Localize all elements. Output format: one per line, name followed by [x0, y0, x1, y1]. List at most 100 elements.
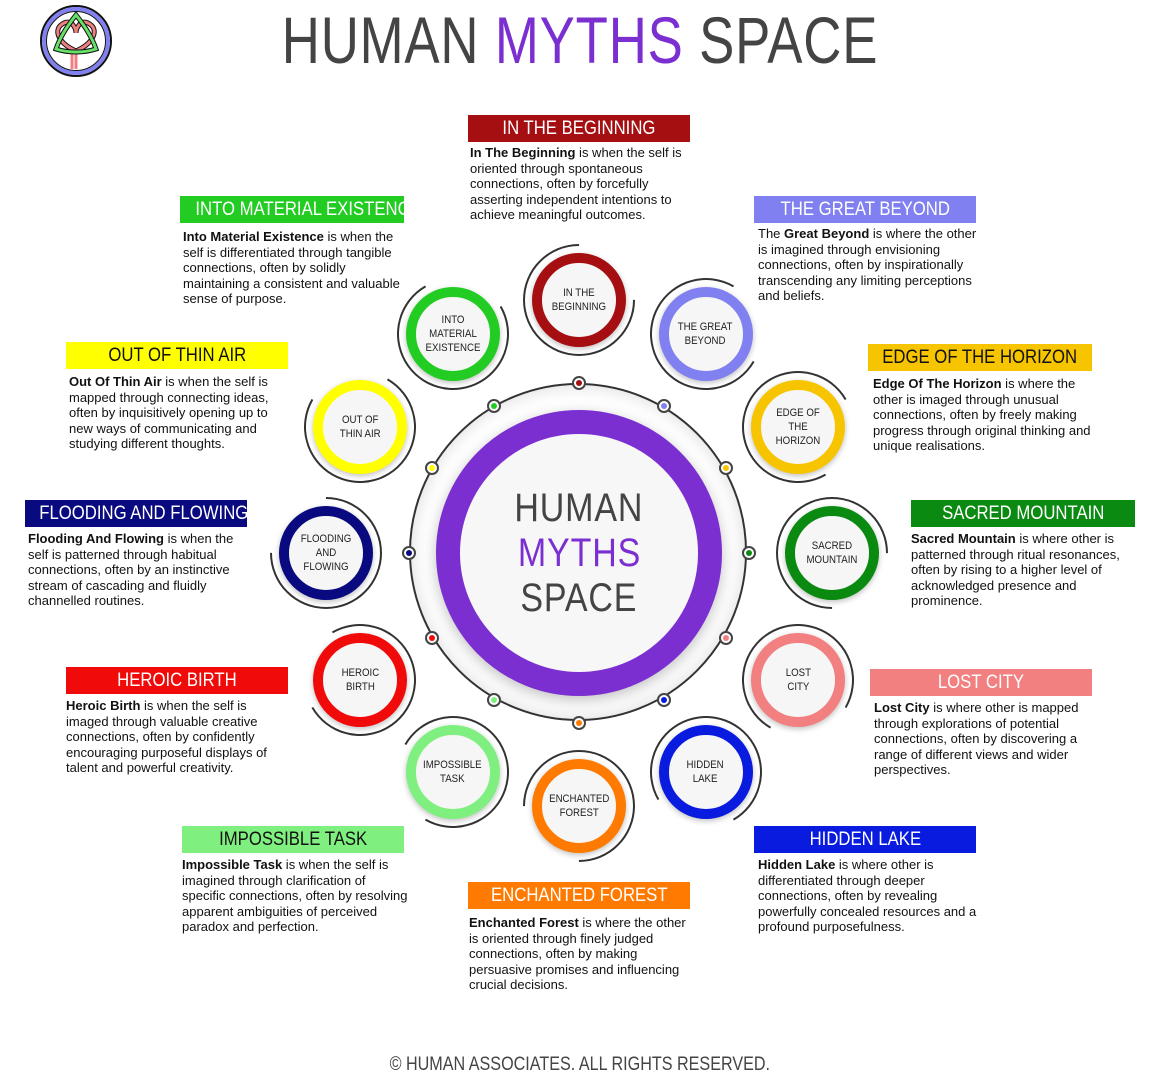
- the-great-beyond-description: The Great Beyond is where the other is i…: [758, 226, 984, 304]
- dot-fill: [491, 697, 497, 704]
- heroic-birth-circle-label: HEROIC BIRTH: [341, 666, 379, 693]
- heroic-birth-heading: HEROIC BIRTH: [66, 667, 288, 694]
- flooding-and-flowing-heading: FLOODING AND FLOWING: [25, 500, 249, 527]
- the-great-beyond-circle[interactable]: THE GREAT BEYOND: [658, 286, 753, 381]
- out-of-thin-air-desc-text: is when the self is mapped through conne…: [69, 374, 269, 451]
- edge-of-the-horizon-desc-text: is where the other is imaged through unu…: [873, 376, 1091, 453]
- edge-of-the-horizon-desc-name: Edge Of The Horizon: [873, 376, 1002, 391]
- center-line-space: SPACE: [520, 575, 638, 620]
- in-the-beginning-circle[interactable]: IN THE BEGINNING: [532, 253, 626, 347]
- flooding-and-flowing-circle-label: FLOODING AND FLOWING: [300, 533, 352, 573]
- celtic-knot-tree-logo-icon: [40, 5, 112, 77]
- center-line-human: HUMAN: [514, 485, 644, 530]
- out-of-thin-air-connector-dot: [424, 461, 439, 475]
- edge-of-the-horizon-circle[interactable]: EDGE OF THE HORIZON: [751, 379, 846, 474]
- dot-fill: [576, 720, 582, 726]
- edge-of-the-horizon-circle-label: EDGE OF THE HORIZON: [775, 406, 821, 447]
- lost-city-heading: LOST CITY: [870, 669, 1092, 696]
- in-the-beginning-heading: IN THE BEGINNING: [468, 115, 690, 142]
- the-great-beyond-heading: THE GREAT BEYOND: [754, 196, 976, 223]
- dot-fill: [428, 635, 435, 641]
- dot-fill: [723, 465, 730, 471]
- flooding-and-flowing-heading-text: FLOODING AND FLOWING: [39, 503, 249, 524]
- dot-fill: [428, 465, 435, 471]
- flooding-and-flowing-desc-name: Flooding And Flowing: [28, 531, 164, 546]
- sacred-mountain-heading: SACRED MOUNTAIN: [911, 500, 1135, 527]
- heroic-birth-description: Heroic Birth is when the self is imaged …: [66, 698, 292, 776]
- the-great-beyond-desc-text: is where the other is imagined through e…: [758, 226, 977, 303]
- sacred-mountain-heading-text: SACRED MOUNTAIN: [941, 503, 1105, 524]
- impossible-task-heading: IMPOSSIBLE TASK: [182, 826, 404, 853]
- dot-fill: [723, 635, 730, 641]
- the-great-beyond-connector-dot: [657, 398, 671, 413]
- impossible-task-desc-name: Impossible Task: [182, 857, 283, 872]
- hidden-lake-circle-label: HIDDEN LAKE: [686, 759, 725, 786]
- in-the-beginning-description: In The Beginning is when the self is ori…: [470, 145, 696, 223]
- enchanted-forest-desc-name: Enchanted Forest: [469, 915, 579, 930]
- edge-of-the-horizon-connector-dot: [719, 461, 734, 475]
- title-part-myths: MYTHS: [494, 3, 684, 77]
- sacred-mountain-circle[interactable]: SACRED MOUNTAIN: [785, 506, 879, 600]
- in-the-beginning-heading-text: IN THE BEGINNING: [502, 118, 656, 139]
- page-title: HUMAN MYTHS SPACE: [116, 2, 1044, 78]
- center-circle: HUMAN MYTHS SPACE: [436, 410, 722, 696]
- hidden-lake-connector-dot: [657, 693, 671, 708]
- impossible-task-description: Impossible Task is when the self is imag…: [182, 857, 408, 935]
- edge-of-the-horizon-heading-text: EDGE OF THE HORIZON: [882, 347, 1078, 368]
- hidden-lake-circle[interactable]: HIDDEN LAKE: [658, 725, 753, 820]
- copyright-text: © HUMAN ASSOCIATES. ALL RIGHTS RESERVED.: [389, 1054, 771, 1075]
- lost-city-desc-text: is where other is mapped through explora…: [874, 700, 1079, 777]
- in-the-beginning-connector-dot: [572, 376, 586, 390]
- impossible-task-circle-label: IMPOSSIBLE TASK: [423, 759, 482, 786]
- into-material-existence-heading: INTO MATERIAL EXISTENCE: [180, 196, 421, 223]
- hidden-lake-description: Hidden Lake is where other is differenti…: [758, 857, 984, 935]
- edge-of-the-horizon-heading: EDGE OF THE HORIZON: [868, 344, 1092, 371]
- flooding-and-flowing-desc-text: is when the self is patterned through ha…: [28, 531, 234, 608]
- dot-fill: [491, 402, 497, 409]
- lost-city-circle-label: LOST CITY: [785, 666, 811, 693]
- out-of-thin-air-circle[interactable]: OUT OF THIN AIR: [312, 379, 407, 474]
- the-great-beyond-heading-text: THE GREAT BEYOND: [780, 199, 950, 220]
- into-material-existence-circle-label: INTO MATERIAL EXISTENCE: [425, 313, 480, 354]
- dot-fill: [661, 402, 667, 409]
- into-material-existence-description: Into Material Existence is when the self…: [183, 229, 409, 307]
- enchanted-forest-circle-label: ENCHANTED FOREST: [548, 793, 610, 819]
- into-material-existence-heading-text: INTO MATERIAL EXISTENCE: [195, 199, 421, 220]
- impossible-task-heading-text: IMPOSSIBLE TASK: [218, 829, 368, 850]
- lost-city-description: Lost City is where other is mapped throu…: [874, 700, 1100, 778]
- heroic-birth-circle[interactable]: HEROIC BIRTH: [312, 632, 407, 727]
- impossible-task-circle[interactable]: IMPOSSIBLE TASK: [405, 725, 500, 820]
- the-great-beyond-circle-label: THE GREAT BEYOND: [678, 320, 733, 347]
- flooding-and-flowing-circle[interactable]: FLOODING AND FLOWING: [279, 506, 373, 600]
- heroic-birth-desc-name: Heroic Birth: [66, 698, 141, 713]
- out-of-thin-air-desc-name: Out Of Thin Air: [69, 374, 162, 389]
- sacred-mountain-desc-name: Sacred Mountain: [911, 531, 1016, 546]
- the-great-beyond-desc-prefix: The: [758, 226, 785, 241]
- enchanted-forest-circle[interactable]: ENCHANTED FOREST: [532, 759, 626, 853]
- title-part-space: SPACE: [699, 3, 879, 77]
- out-of-thin-air-circle-label: OUT OF THIN AIR: [339, 413, 381, 440]
- in-the-beginning-circle-label: IN THE BEGINNING: [551, 287, 607, 313]
- sacred-mountain-circle-label: SACRED MOUNTAIN: [806, 540, 858, 566]
- edge-of-the-horizon-description: Edge Of The Horizon is where the other i…: [873, 376, 1099, 454]
- dot-fill: [576, 380, 582, 386]
- in-the-beginning-desc-name: In The Beginning: [470, 145, 576, 160]
- dot-fill: [746, 550, 752, 556]
- out-of-thin-air-heading-text: OUT OF THIN AIR: [108, 345, 246, 366]
- enchanted-forest-description: Enchanted Forest is where the other is o…: [469, 915, 695, 993]
- hidden-lake-desc-name: Hidden Lake: [758, 857, 836, 872]
- lost-city-desc-name: Lost City: [874, 700, 930, 715]
- footer: © HUMAN ASSOCIATES. ALL RIGHTS RESERVED.: [0, 1054, 1160, 1076]
- heroic-birth-desc-text: is when the self is imaged through valua…: [66, 698, 267, 775]
- lost-city-connector-dot: [719, 631, 734, 645]
- into-material-existence-circle[interactable]: INTO MATERIAL EXISTENCE: [405, 286, 500, 381]
- enchanted-forest-desc-text: is where the other is oriented through f…: [469, 915, 686, 992]
- lost-city-circle[interactable]: LOST CITY: [751, 632, 846, 727]
- hidden-lake-heading: HIDDEN LAKE: [754, 826, 976, 853]
- flooding-and-flowing-connector-dot: [402, 546, 416, 560]
- dot-fill: [661, 697, 667, 704]
- sacred-mountain-desc-text: is where other is patterned through ritu…: [911, 531, 1120, 608]
- in-the-beginning-desc-text: is when the self is oriented through spo…: [470, 145, 682, 222]
- heroic-birth-connector-dot: [424, 631, 439, 645]
- impossible-task-desc-text: is when the self is imagined through cla…: [182, 857, 408, 934]
